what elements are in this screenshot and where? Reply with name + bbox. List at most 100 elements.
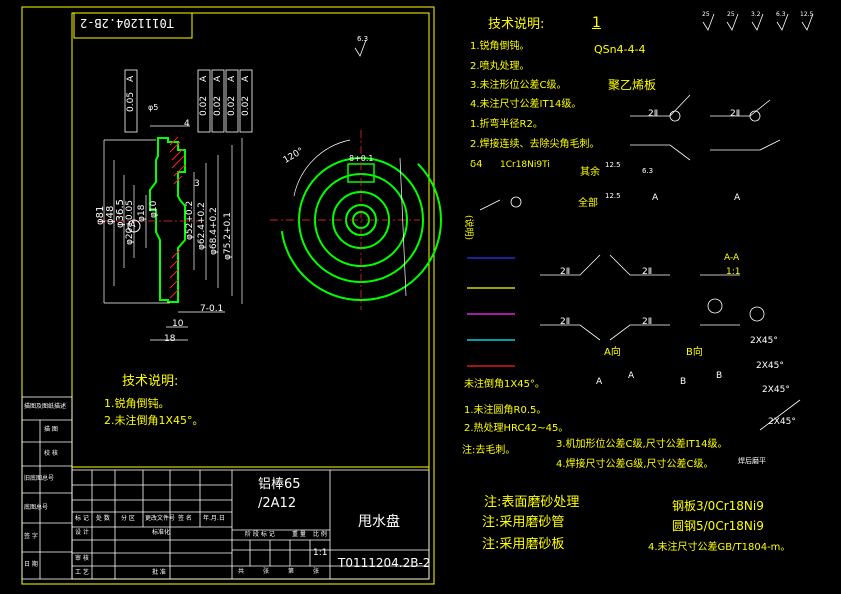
legend-a2: A — [628, 371, 635, 381]
legend-item-5: 1.折弯半径R2。 — [470, 119, 543, 130]
legend-b2: B — [716, 371, 723, 381]
border-code-box — [73, 12, 193, 39]
main-notes-title: 技术说明: — [122, 374, 179, 389]
gdt-datum-4: A — [241, 75, 251, 82]
gdt-frames — [124, 69, 253, 133]
legend-a1: A — [596, 377, 603, 387]
steel-plate: 钢板3/0Cr18Ni9 — [672, 499, 764, 513]
sign-label-3: 工 艺 — [75, 569, 89, 576]
datum-a-circle — [127, 219, 141, 233]
legend-ch4: 2X45° — [768, 417, 796, 427]
legend-note3-1: 3.机加形位公差C级,尺寸公差IT14级。 — [556, 439, 728, 450]
dim-phi52: φ52+0.2 — [185, 200, 195, 240]
rev-label-2: 处 数 — [96, 515, 110, 522]
rev-label-4: 更改文件号 — [145, 515, 176, 522]
round-bar: 圆钢5/0Cr18Ni9 — [672, 519, 764, 533]
sheet-label-3: 第 — [288, 568, 295, 575]
legend-title-num: 1 — [592, 15, 601, 31]
legend-steel: 1Cr18Ni9Ti — [500, 160, 550, 170]
dim-8: 8+0.1 — [349, 154, 374, 163]
sign-label-2: 审 核 — [75, 555, 89, 562]
roughness-3: 3.2 — [751, 11, 761, 18]
sign-label-5: 批 准 — [152, 569, 166, 576]
section-hatch — [169, 136, 186, 299]
dim-phi5: φ5 — [148, 103, 159, 112]
legend-chamfer-note: 未注倒角1X45°。 — [464, 379, 545, 390]
bottom-note-1: 注:表面磨砂处理 — [484, 495, 580, 510]
datum-a-label: A — [130, 220, 136, 229]
weld-symbols — [479, 94, 801, 431]
surface-symbol-value: 6.3 — [357, 35, 369, 43]
legend-weld-label: 焊后磨平 — [738, 457, 766, 465]
legend-item-4: 4.未注尺寸公差IT14级。 — [470, 99, 582, 110]
rev-label-6: 年.月.日 — [203, 515, 225, 522]
stage-label-3: 比 例 — [313, 531, 327, 538]
legend-side-label: (说明) — [463, 215, 473, 241]
legend-ii-4: 2Ⅱ — [642, 267, 653, 277]
dim-4: 4 — [184, 119, 190, 129]
sheet-label-4: 张 — [313, 568, 320, 575]
legend-item-6: 2.焊接连续、去除尖角毛刺。 — [470, 139, 600, 150]
legend-deburr: 注:去毛刺。 — [462, 445, 516, 456]
sign-label-4: 标准化 — [152, 529, 171, 536]
gdt-tol-3: 0.02 — [227, 95, 237, 116]
roughness-2: 25 — [727, 11, 735, 18]
legend-view-a: A向 — [604, 347, 621, 358]
dim-7: 7-0.1 — [200, 304, 224, 314]
legend-r125a: 12.5 — [605, 161, 621, 169]
dim-phi10: φ10 — [149, 200, 159, 218]
dim-phi62: φ62.4+0.2 — [197, 202, 207, 250]
roughness-row — [354, 13, 814, 57]
margin-label-6: 签 字 — [24, 533, 38, 540]
tol-note: 4.未注尺寸公差GB/T1804-m。 — [648, 542, 791, 553]
bottom-note-3: 注:采用磨砂板 — [482, 537, 565, 552]
legend-ch1: 2X45° — [750, 336, 778, 346]
margin-label-2: 描 图 — [44, 426, 58, 433]
legend-item-2: 2.喷丸处理。 — [470, 61, 530, 72]
legend-item-3: 3.未注形位公差C级。 — [470, 80, 567, 91]
legend-r63: 6.3 — [642, 167, 654, 175]
margin-label-3: 校 核 — [44, 450, 58, 457]
gdt-datum-1: A — [199, 75, 209, 82]
dim-18: 18 — [164, 334, 176, 344]
legend-ii-5: 2Ⅱ — [560, 317, 571, 327]
main-note-2: 2.未注倒角1X45°。 — [104, 414, 204, 427]
sign-label-1: 设 计 — [75, 529, 89, 536]
legend-plate: 聚乙烯板 — [608, 78, 657, 92]
stage-label-2: 重 量 — [292, 531, 306, 538]
sheet-label-1: 共 — [238, 568, 245, 575]
gdt-flat-datum: A — [126, 75, 136, 82]
legend-ii-6: 2Ⅱ — [642, 317, 653, 327]
material-line1: 铝棒65 — [258, 477, 301, 492]
stage-label-1: 阶 段 标 记 — [245, 531, 275, 538]
legend-r125b: 12.5 — [605, 192, 621, 200]
legend-section-scale: 1:1 — [726, 267, 741, 277]
margin-label-1: 描图及图纸描述 — [24, 403, 67, 410]
gdt-tol-4: 0.02 — [241, 95, 251, 116]
scale: 1:1 — [313, 548, 328, 558]
main-note-1: 1.锐角倒钝。 — [104, 397, 170, 410]
angle-arc — [293, 139, 351, 197]
legend-ii-3: 2Ⅱ — [560, 267, 571, 277]
legend-ch2: 2X45° — [756, 361, 784, 371]
legend-note2-2: 2.热处理HRC42~45。 — [464, 423, 569, 434]
roughness-5: 12.5 — [800, 11, 814, 18]
drawing-number: T0111204.2B-2 — [338, 556, 431, 570]
dimension-lines — [103, 125, 243, 341]
part-section-outline — [149, 137, 186, 303]
margin-label-4: 旧底图总号 — [24, 475, 55, 482]
legend-view-b: B向 — [686, 347, 703, 358]
section-view — [100, 69, 253, 341]
legend-section: A-A — [724, 253, 740, 263]
dim-phi18: φ18 — [137, 204, 147, 222]
gdt-tol-1: 0.02 — [199, 95, 209, 116]
legend-material: QSn4-4-4 — [594, 43, 646, 56]
sheet-label-2: 张 — [263, 568, 270, 575]
gdt-datum-3: A — [227, 75, 237, 82]
rev-label-1: 标 记 — [75, 515, 89, 522]
dim-phi68: φ68.4+0.2 — [209, 207, 219, 255]
border-code: T0111204.2B-2 — [80, 16, 174, 30]
margin-label-7: 日 期 — [24, 561, 38, 568]
legend-title: 技术说明: — [488, 17, 545, 32]
